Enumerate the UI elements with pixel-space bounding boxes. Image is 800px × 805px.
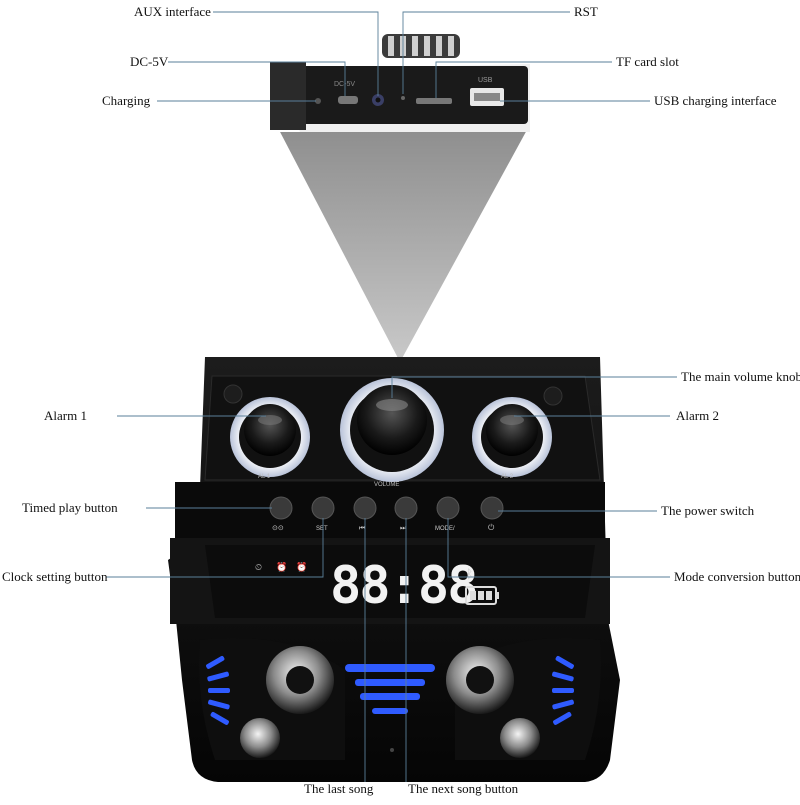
button-row: ⊙⊙ SET ⏮ ⏭ MODE/ ⏻ — [269, 496, 504, 532]
timer-24-icon: ⏲ — [255, 563, 262, 573]
label-rst: RST — [574, 4, 598, 19]
main-volume-knob[interactable] — [340, 378, 444, 482]
mode-button[interactable] — [436, 496, 460, 520]
timed-play-icon: ⊙⊙ — [272, 525, 284, 532]
label-power-switch: The power switch — [661, 503, 755, 518]
mode-panel-text: MODE/ — [435, 526, 455, 532]
speaker-grille — [199, 638, 601, 760]
label-dc5v: DC-5V — [130, 54, 169, 69]
tf-card-slot — [416, 98, 452, 104]
alarm-clock-icon-2: ⏰ — [296, 561, 307, 573]
label-mode-conversion: Mode conversion button — [674, 569, 800, 584]
last-song-button[interactable] — [353, 496, 377, 520]
left-blue-leds — [206, 655, 230, 725]
next-song-button[interactable] — [394, 496, 418, 520]
led-display: ⏲ ⏰ ⏰ 88:88 ᛒ — [255, 556, 499, 616]
al2-panel-text: AL 2 — [501, 474, 514, 480]
volume-panel-text: VOLUME — [374, 482, 399, 488]
next-icon: ⏭ — [400, 525, 407, 532]
charging-indicator — [315, 98, 321, 104]
bluetooth-icon: ᛒ — [466, 567, 473, 581]
center-blue-leds — [345, 664, 435, 714]
usb-panel-text: USB — [478, 77, 493, 84]
rear-knob — [382, 34, 460, 58]
leader-lines — [106, 11, 677, 782]
label-usb-charging: USB charging interface — [654, 93, 777, 108]
label-charging: Charging — [102, 93, 151, 108]
al1-panel-text: AL 1 — [258, 474, 271, 480]
alarm1-knob[interactable] — [230, 397, 310, 477]
previous-icon: ⏮ — [359, 525, 365, 532]
alarm-clock-icon-1: ⏰ — [276, 561, 287, 573]
top-left-small-button[interactable] — [223, 384, 243, 404]
label-timed-play: Timed play button — [22, 500, 118, 515]
projection-cone — [278, 128, 528, 362]
power-button[interactable] — [480, 496, 504, 520]
power-icon: ⏻ — [488, 523, 495, 532]
alarm2-knob[interactable] — [472, 397, 552, 477]
label-next-song: The next song button — [408, 781, 519, 796]
set-panel-text: SET — [316, 526, 328, 532]
label-tf-card-slot: TF card slot — [616, 54, 679, 69]
label-main-volume-knob: The main volume knob — [681, 369, 800, 384]
timed-play-button[interactable] — [269, 496, 293, 520]
top-right-small-button[interactable] — [543, 386, 563, 406]
label-aux-interface: AUX interface — [134, 4, 211, 19]
right-blue-leds — [552, 656, 574, 725]
rear-panel: DC-5V USB — [270, 34, 534, 132]
label-last-song: The last song — [304, 781, 374, 796]
clock-digits: 88:88 — [330, 556, 477, 616]
rst-hole — [401, 96, 405, 100]
label-clock-setting: Clock setting button — [2, 569, 108, 584]
label-alarm1: Alarm 1 — [44, 408, 87, 423]
dc5v-port — [338, 96, 358, 104]
set-button[interactable] — [311, 496, 335, 520]
label-alarm2: Alarm 2 — [676, 408, 719, 423]
